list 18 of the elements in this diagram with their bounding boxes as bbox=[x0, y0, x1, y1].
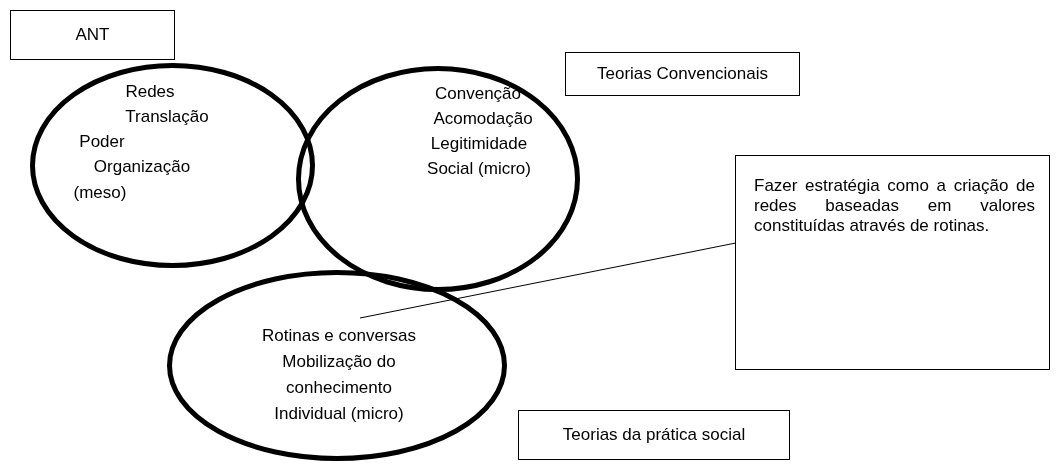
concept-text: Convenção bbox=[435, 84, 521, 104]
label-box: Teorias Convencionais bbox=[565, 52, 800, 96]
concept-text: Social (micro) bbox=[427, 159, 531, 179]
label-box: Teorias da prática social bbox=[518, 410, 790, 460]
concept-text: Legitimidade bbox=[430, 134, 528, 154]
concept-text: Poder bbox=[79, 132, 125, 152]
note-box: Fazer estratégia como a criação de redes baseadas em valores constituídas através de rotinas. bbox=[735, 155, 1050, 370]
label-box: ANT bbox=[10, 10, 175, 60]
concept-text: (meso) bbox=[73, 183, 127, 203]
concept-text: Translação bbox=[125, 107, 209, 127]
concept-text: Acomodação bbox=[433, 109, 533, 129]
concept-text: Individual (micro) bbox=[274, 404, 404, 424]
leader-line bbox=[359, 242, 736, 319]
concept-text: Redes bbox=[125, 82, 175, 102]
concept-text: Rotinas e conversas bbox=[262, 326, 416, 346]
concept-text: Mobilização do bbox=[282, 352, 396, 372]
concept-text: Organização bbox=[93, 157, 191, 177]
concept-text: conhecimento bbox=[286, 378, 392, 398]
